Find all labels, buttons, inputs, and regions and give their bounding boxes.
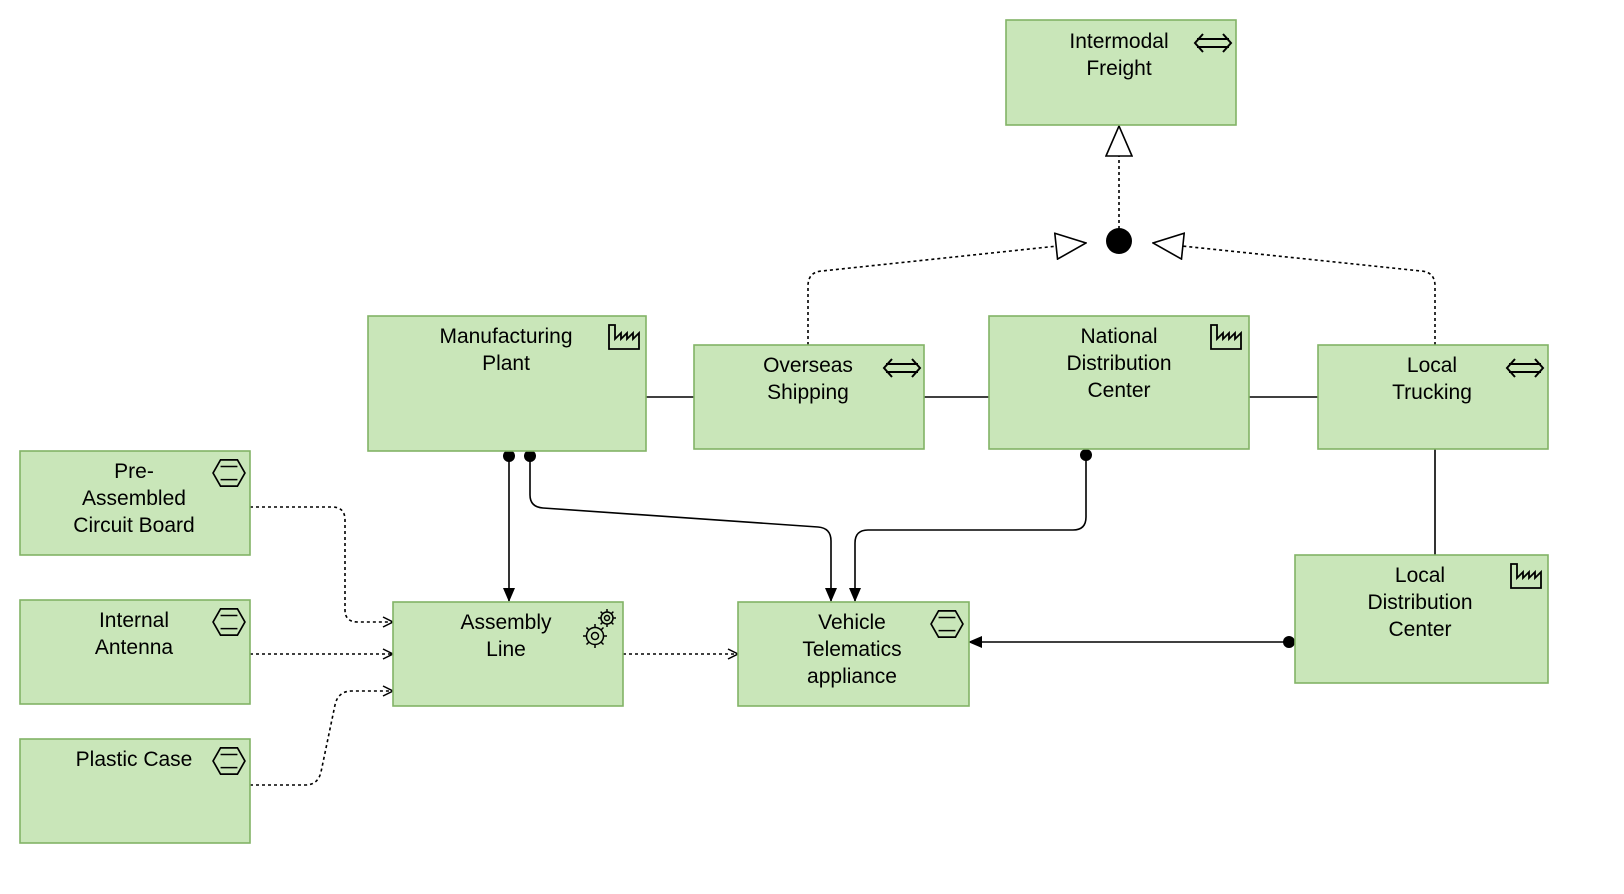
node-label-line: Overseas xyxy=(763,354,853,377)
edge-mp-vta[interactable] xyxy=(524,450,837,602)
node-label-line: Distribution xyxy=(1367,591,1472,614)
node-label-line: Distribution xyxy=(1066,352,1171,375)
node-label-line: Shipping xyxy=(767,381,849,404)
junction-node[interactable] xyxy=(1106,228,1132,254)
node-label-line: appliance xyxy=(807,665,897,688)
node-label-line: Manufacturing xyxy=(439,325,572,348)
node-label-line: Center xyxy=(1388,618,1451,641)
node-label-line: Circuit Board xyxy=(73,514,194,537)
edge-case-assembly[interactable] xyxy=(250,691,393,786)
node-label-line: Plastic Case xyxy=(76,748,193,771)
node-label-line: Local xyxy=(1407,354,1457,377)
edge-pacb-assembly[interactable] xyxy=(250,506,393,622)
node-label-line: Pre- xyxy=(114,460,154,483)
node-assembly-line[interactable]: Assembly Line xyxy=(392,601,624,707)
node-label-line: Assembly xyxy=(460,611,552,634)
node-label-line: Center xyxy=(1087,379,1150,402)
node-label-line: Trucking xyxy=(1392,381,1472,404)
node-label-line: Freight xyxy=(1086,57,1152,80)
node-internal-antenna[interactable]: Internal Antenna xyxy=(19,599,251,705)
node-label-line: Line xyxy=(486,638,526,661)
node-label-line: Local xyxy=(1395,564,1445,587)
node-label-line: Internal xyxy=(99,609,169,632)
node-label-line: Antenna xyxy=(95,636,174,659)
edge-ndc-vta[interactable] xyxy=(849,449,1092,602)
node-label-line: Intermodal xyxy=(1069,30,1168,53)
node-local-trucking[interactable]: Local Trucking xyxy=(1317,344,1549,450)
node-local-distribution-center[interactable]: Local Distribution Center xyxy=(1294,554,1549,684)
nodes-layer: Intermodal Freight Manufacturing Plant O… xyxy=(19,19,1549,844)
node-label-line: Vehicle xyxy=(818,611,886,634)
node-intermodal-freight[interactable]: Intermodal Freight xyxy=(1005,19,1237,126)
node-label-line: National xyxy=(1080,325,1157,348)
node-label-line: Telematics xyxy=(802,638,901,661)
edges-layer xyxy=(250,126,1436,786)
node-national-distribution-center[interactable]: National Distribution Center xyxy=(988,315,1250,450)
node-overseas-shipping[interactable]: Overseas Shipping xyxy=(693,344,925,450)
node-plastic-case[interactable]: Plastic Case xyxy=(19,738,251,844)
node-manufacturing-plant[interactable]: Manufacturing Plant xyxy=(367,315,647,452)
node-pre-assembled-circuit-board[interactable]: Pre- Assembled Circuit Board xyxy=(19,450,251,556)
node-label-line: Assembled xyxy=(82,487,186,510)
node-label-line: Plant xyxy=(482,352,530,375)
node-vehicle-telematics-appliance[interactable]: Vehicle Telematics appliance xyxy=(737,601,970,707)
